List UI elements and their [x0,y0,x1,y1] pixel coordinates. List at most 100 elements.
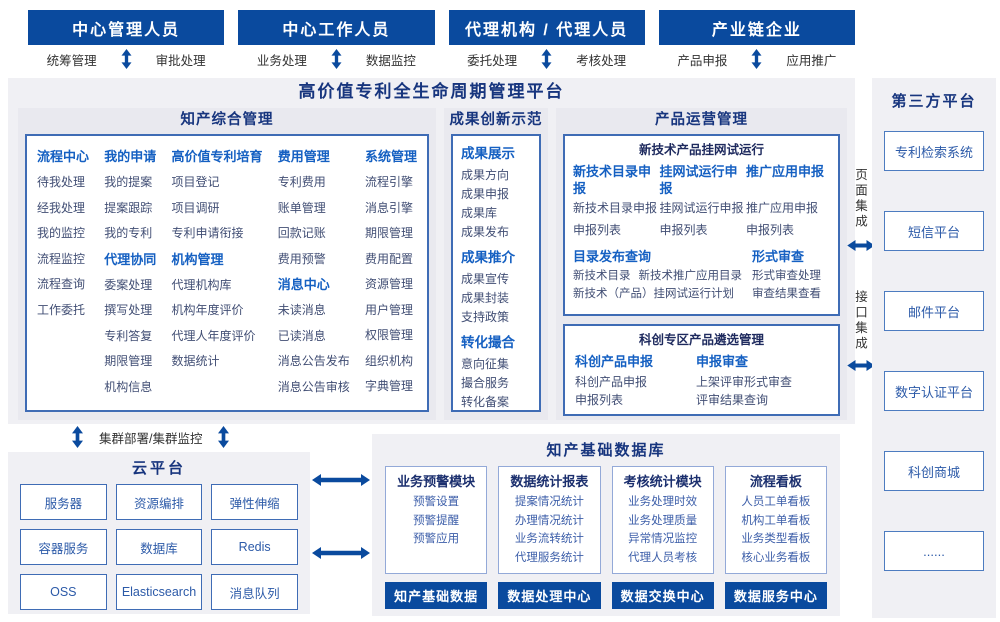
menu-column: 系统管理 流程引擎消息引擎期限管理费用配置资源管理用户管理权限管理组织机构字典管… [365,144,417,402]
role-function-label: 产品申报 [677,53,728,68]
menu-group-header: 高价值专利培育 [171,149,263,164]
menu-group-header: 机构管理 [171,251,224,267]
selection-box: 科创专区产品遴选管理 科创产品申报 科创产品申报申报列表 申报审查 上架评审 [563,324,840,416]
menu-item: 费用配置 [364,251,413,266]
trial-columns: 新技术目录申报 新技术目录申报申报列表 挂网试运行申报 挂网试运行申报申报列表 … [573,163,830,241]
menu-group: 成果推介 成果宣传成果封装支持政策 [461,246,531,327]
menu-item: 项目调研 [171,200,220,215]
data-module-items: 预警设置预警提醒预警应用 [388,493,484,549]
catalog-query-group: 目录发布查询 新技术目录 新技术推广应用目录 新技术（产品）挂网试运行计划 [573,247,752,303]
third-party-box: 短信平台 [884,211,984,251]
menu-item: 机构信息 [104,379,153,394]
menu-item: 我的专利 [104,226,153,240]
role-group: 中心管理人员 统筹管理 审批处理 [28,10,225,69]
menu-item: 回款记账 [277,226,326,240]
menu-group-header: 挂网试运行申报 [659,164,738,196]
menu-item: 支持政策 [461,310,510,324]
menu-item: 专利答复 [104,328,153,343]
data-center-box: 数据服务中心 [724,582,827,609]
data-module-item: 业务处理时效 [628,496,698,508]
menu-item-list: 意向征集撮合服务转化备案 [461,355,531,412]
menu-item: 专利费用 [277,175,326,189]
cloud-service-box: 资源编排 [115,484,203,520]
menu-group-header: 形式审查 [751,249,804,264]
role-function-label: 数据监控 [365,53,416,68]
menu-group-header: 新技术目录申报 [573,164,652,196]
menu-item: 流程引擎 [364,175,413,189]
menu-item: 成果方向 [461,168,510,182]
role-function-label: 委托处理 [467,53,518,68]
menu-item: 已读消息 [277,328,326,343]
menu-item: 代理机构库 [171,277,232,292]
third-party-box: 邮件平台 [884,291,984,331]
menu-group: 费用管理 专利费用账单管理回款记账费用预警 [278,144,350,272]
box-title: 新技术产品挂网试运行 [638,143,764,157]
cluster-label: 集群部署/集群监控 [99,431,203,446]
role-functions: 委托处理 考核处理 [449,49,645,69]
cloud-title: 云平台 [131,460,186,477]
menu-item: 上架评审形式审查 [696,375,793,389]
double-arrow-horizontal-icon [312,474,370,486]
role-function-label: 考核处理 [576,53,627,68]
menu-group: 推广应用申报 推广应用申报申报列表 [746,163,830,241]
menu-group: 新技术目录申报 新技术目录申报申报列表 [573,163,657,241]
double-arrow-vertical-icon [121,49,132,69]
data-module-header: 业务预警模块 [397,474,476,489]
menu-group-header: 申报审查 [696,354,749,369]
menu-group: 消息中心 未读消息已读消息消息公告发布消息公告审核 [278,272,350,400]
double-arrow-vertical-icon [331,49,342,69]
third-party-box: 专利检索系统 [884,131,984,171]
menu-group-header: 推广应用申报 [746,164,825,179]
data-module-header: 流程看板 [749,474,802,489]
menu-item: 申报列表 [659,223,708,237]
menu-item: 项目登记 [171,175,220,189]
menu-item: 形式审查处理 [751,270,821,282]
box-title: 科创专区产品遴选管理 [638,333,764,347]
menu-group-header: 系统管理 [364,149,417,164]
menu-item: 资源管理 [364,277,413,291]
menu-item: 代理人年度评价 [171,328,256,343]
formal-review-group: 形式审查 形式审查处理审查结果查看 [752,247,830,303]
data-module-item: 业务类型看板 [741,533,811,545]
role-function-label: 应用推广 [786,53,837,68]
menu-item: 经我处理 [37,200,86,215]
data-module-item: 预警提醒 [413,514,460,527]
menu-column: 高价值专利培育 项目登记项目调研专利申请衔接 机构管理 代理机构库机构年度评价代… [171,144,262,402]
menu-group: 系统管理 流程引擎消息引擎期限管理费用配置资源管理用户管理权限管理组织机构字典管… [365,144,417,400]
double-arrow-horizontal-icon [312,547,370,559]
menu-item: 新技术推广应用目录 [638,270,743,282]
menu-item: 期限管理 [364,226,413,240]
menu-item: 新技术目录申报 [573,201,658,215]
role-function-label: 业务处理 [256,53,307,68]
menu-item-list: 成果宣传成果封装支持政策 [461,270,531,327]
menu-group-header: 代理协同 [104,251,157,267]
menu-item: 权限管理 [364,328,413,342]
role-title: 产业链企业 [658,10,855,45]
role-group: 代理机构 / 代理人员 委托处理 考核处理 [448,10,645,69]
data-module-item: 业务处理质量 [628,514,698,527]
menu-item-list: 代理机构库机构年度评价代理人年度评价数据统计 [171,273,262,375]
menu-item: 撰写处理 [104,303,153,317]
trial-bottom-row: 目录发布查询 新技术目录 新技术推广应用目录 新技术（产品）挂网试运行计划 形式… [573,247,830,303]
data-module: 考核统计模块 业务处理时效业务处理质量异常情况监控代理人员考核 [611,466,714,574]
menu-item: 我的监控 [37,226,86,240]
menu-item-list: 新技术目录申报申报列表 [573,197,657,241]
cloud-service-box: 容器服务 [20,529,107,565]
menu-column: 我的申请 我的提案提案跟踪我的专利 代理协同 委案处理撰写处理专利答复期限管理机… [104,144,156,402]
role-functions: 统筹管理 审批处理 [28,49,224,69]
menu-item-list: 流程引擎消息引擎期限管理费用配置资源管理用户管理权限管理组织机构字典管理 [365,170,417,400]
menu-group: 挂网试运行申报 挂网试运行申报申报列表 [660,163,744,241]
menu-item-list: 成果方向成果申报成果库成果发布 [461,166,531,242]
product-operations-section: 产品运营管理 新技术产品挂网试运行 新技术目录申报 新技术目录申报申报列表 挂网… [556,108,847,420]
menu-item: 用户管理 [364,302,413,317]
menu-item: 成果宣传 [461,272,510,286]
role-function-label: 统筹管理 [46,53,97,68]
data-module-items: 业务处理时效业务处理质量异常情况监控代理人员考核 [615,493,711,567]
role-title: 代理机构 / 代理人员 [448,10,645,45]
menu-group-header: 流程中心 [37,149,90,164]
menu-column: 流程中心 待我处理经我处理我的监控流程监控流程查询工作委托 [37,144,89,402]
menu-group: 转化撮合 意向征集撮合服务转化备案 [461,331,531,412]
role-functions: 业务处理 数据监控 [238,49,434,69]
